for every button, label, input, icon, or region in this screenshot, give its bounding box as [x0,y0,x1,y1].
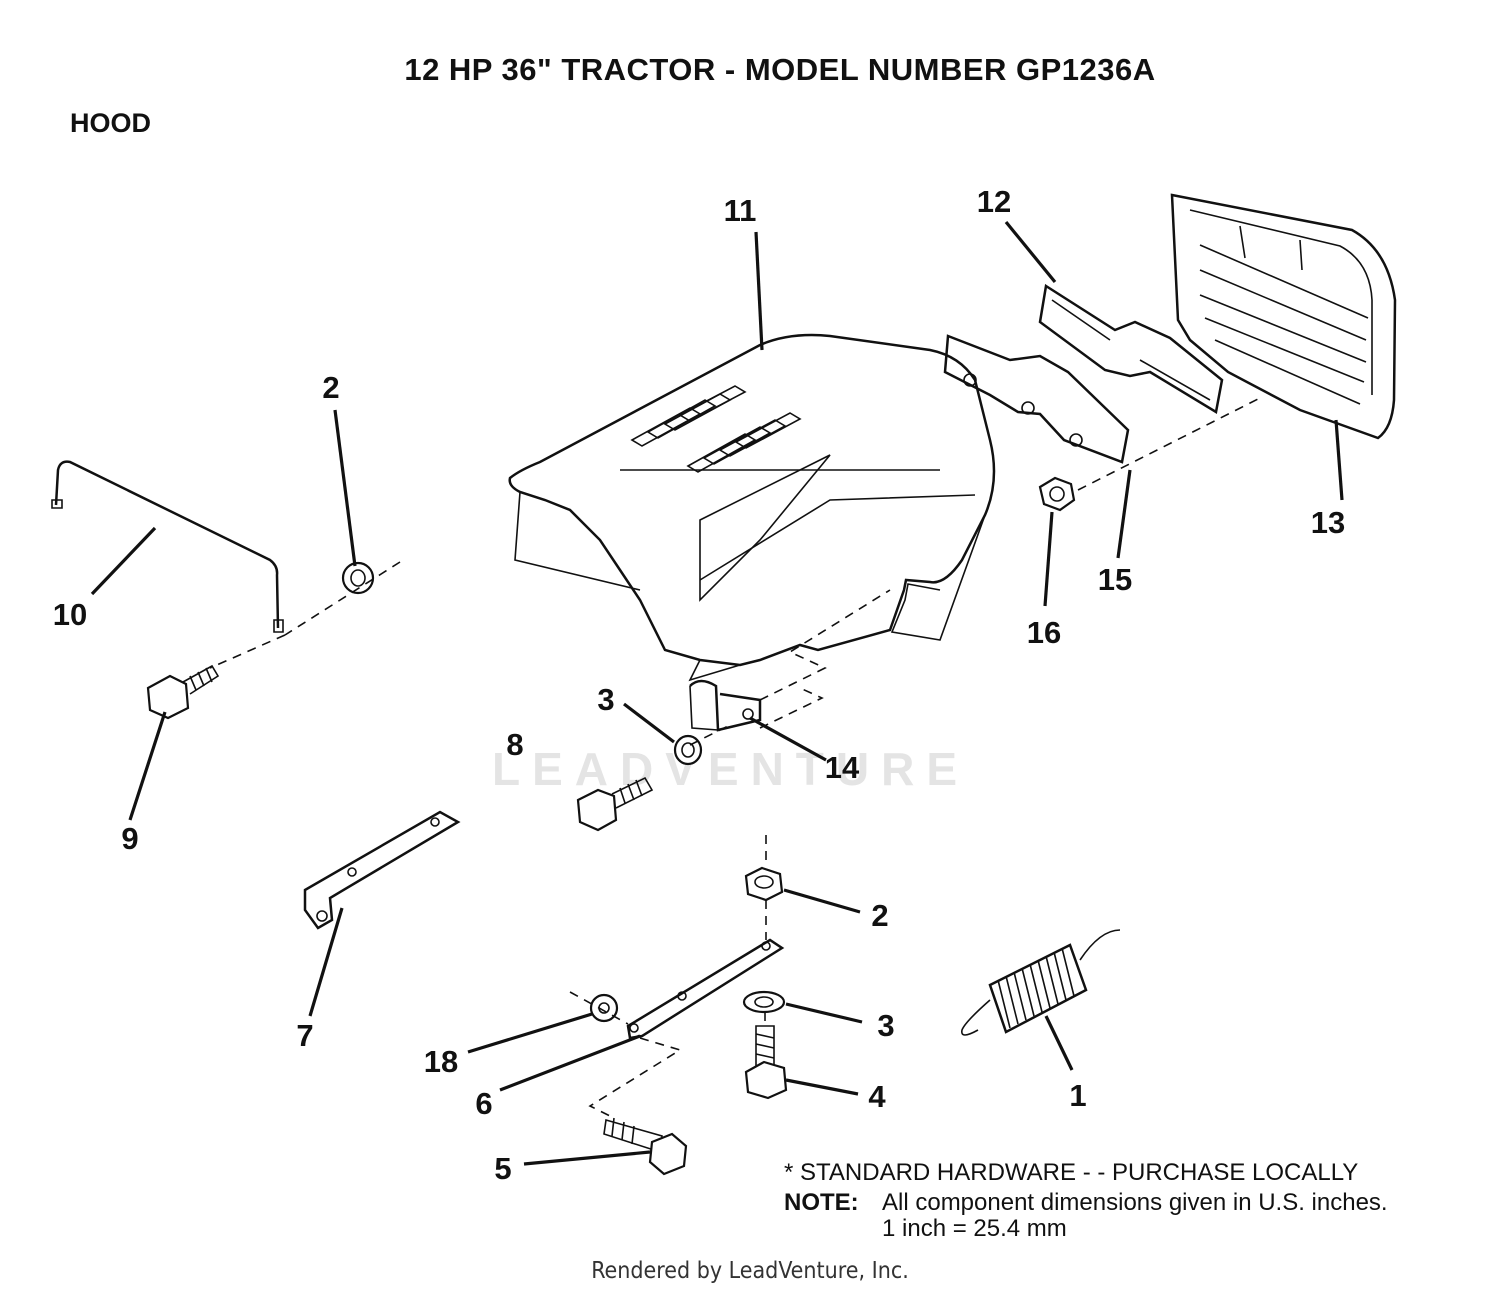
note-label: NOTE: [784,1189,859,1216]
callout-1: 1 [1069,1078,1087,1113]
leader-lines [90,220,1344,1166]
part-10-hood-rod [51,460,284,633]
callout-11: 11 [723,193,757,228]
footer-credit: Rendered by LeadVenture, Inc. [591,1258,909,1284]
part-4-bolt [744,1025,788,1100]
assembly-line-14b [759,687,824,729]
callout-3-bottom: 3 [877,1008,895,1043]
assembly-line-3 [689,724,731,746]
callout-2-bottom: 2 [871,898,889,933]
callout-2-top: 2 [322,370,340,405]
assembly-line-9 [209,634,286,669]
diagram-title: 12 HP 36" TRACTOR - MODEL NUMBER GP1236A [404,52,1156,87]
assembly-line-10 [284,561,401,636]
callout-12: 12 [976,184,1012,219]
part-13-grille [1170,193,1397,440]
callout-4: 4 [868,1079,886,1114]
callout-6: 6 [475,1086,493,1121]
hardware-notes: * STANDARD HARDWARE - - PURCHASE LOCALLY… [784,1158,1388,1244]
callout-15: 15 [1097,562,1133,597]
part-3-washer-bottom [742,990,786,1014]
part-5-bolt [603,1117,688,1176]
callout-10: 10 [52,597,88,632]
callout-8: 8 [506,727,524,762]
part-11-hood [508,333,996,682]
callout-7: 7 [296,1018,314,1053]
part-12-headlight-bracket [1038,283,1224,415]
note-text: All component dimensions given in U.S. i… [882,1189,1388,1216]
standard-hardware-note: * STANDARD HARDWARE - - PURCHASE LOCALLY [784,1159,1359,1186]
assembly-line-18 [569,991,629,1025]
part-14-hinge-bracket [689,679,762,732]
part-7-bracket [303,810,461,930]
callout-9: 9 [121,821,139,856]
callout-18: 18 [423,1044,459,1079]
note-conversion: 1 inch = 25.4 mm [882,1215,1067,1242]
leadventure-watermark: LEADVENTURE [492,743,970,795]
part-16-nut [1038,476,1076,512]
part-18-washer [589,993,619,1023]
part-2-nut-top [341,561,375,595]
part-15-headlight-lens [943,334,1130,464]
part-9-bolt [146,664,220,720]
callout-13: 13 [1310,505,1346,540]
dimension-note: NOTE: All component dimensions given in … [784,1188,1388,1218]
part-3-washer-top [673,734,703,766]
assembly-line-13 [1077,397,1261,491]
assembly-line-5 [588,1037,682,1117]
part-8-bolt [576,776,654,832]
part-1-spring [961,929,1121,1036]
part-2-nut-bottom [744,866,784,902]
callout-14: 14 [824,750,860,785]
callout-16: 16 [1026,615,1062,650]
part-6-link [626,938,785,1040]
section-label: HOOD [70,108,151,138]
assembly-line-14 [759,589,891,701]
callout-5: 5 [494,1151,512,1186]
callout-3-top: 3 [597,682,615,717]
